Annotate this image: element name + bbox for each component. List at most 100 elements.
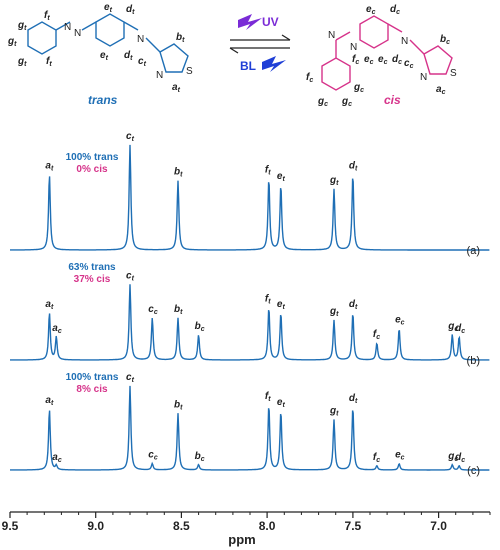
x-axis-label: ppm — [228, 532, 255, 547]
peak-label-trans-1-1: ct — [126, 270, 135, 282]
peak-label-cis-2-1: cc — [148, 450, 158, 462]
peak-label-trans-2-6: dt — [349, 393, 358, 405]
cis-d-label-2: dc — [392, 54, 402, 66]
cis-n-imine: N — [401, 36, 408, 47]
cis-f-label-1: fc — [352, 54, 359, 66]
peak-label-trans-1-4: et — [277, 299, 286, 311]
cis-imine-bond-2 — [409, 39, 425, 55]
cis-n-azo-1: N — [328, 30, 335, 41]
peak-label-cis-1-5: gc — [447, 321, 458, 333]
uv-lightning-icon — [238, 14, 262, 30]
trans-a-label: at — [172, 82, 181, 94]
trans-d-label-1: dt — [126, 4, 135, 16]
peak-label-trans-0-6: dt — [349, 160, 358, 172]
x-tick-label-1: 9.0 — [87, 519, 104, 533]
cis-g-label-2: gc — [317, 96, 328, 108]
cis-imine-bond-1 — [387, 23, 403, 33]
peak-label-trans-2-2: bt — [174, 399, 183, 411]
cis-isomer-label: cis — [384, 93, 401, 107]
cis-thiazole-ring — [423, 45, 453, 75]
cis-n-azo-2: N — [350, 42, 357, 53]
x-tick-label-3: 8.0 — [259, 519, 276, 533]
trans-c-label: ct — [138, 56, 147, 68]
trans-percent-0: 100% trans — [66, 152, 119, 163]
trans-atom-labels: N N N N S — [64, 22, 193, 81]
peak-label-cis-1-1: cc — [148, 304, 158, 316]
cis-atom-labels: N N N N S — [328, 30, 457, 83]
trans-s-thiazole: S — [186, 66, 193, 77]
cis-percent-2: 8% cis — [76, 384, 108, 395]
cis-b-label: bc — [440, 34, 450, 46]
peak-label-trans-0-5: gt — [329, 175, 339, 187]
cis-n-thiazole: N — [420, 72, 427, 83]
trans-isomer-label: trans — [88, 93, 118, 107]
cis-e-label-3: ec — [378, 54, 388, 66]
trans-central-ring — [95, 13, 125, 47]
cis-percent-1: 37% cis — [74, 274, 111, 285]
trans-b-label: bt — [176, 32, 185, 44]
peak-label-cis-2-0: ac — [52, 452, 62, 464]
trans-azo-bond-2 — [81, 21, 97, 31]
peak-label-trans-1-2: bt — [174, 304, 183, 316]
cis-structure — [321, 15, 453, 91]
trans-n-azo-1: N — [64, 22, 71, 33]
peak-label-trans-0-1: ct — [126, 131, 135, 143]
trans-percent-1: 63% trans — [68, 262, 116, 273]
peak-label-trans-2-0: at — [45, 395, 54, 407]
x-tick-label-0: 9.5 — [2, 519, 19, 533]
peak-label-cis-2-4: ec — [395, 450, 405, 462]
trans-proton-labels: gt ft gt gt ft et dt et dt ct bt at — [7, 2, 185, 94]
trans-imine-bond-1 — [123, 21, 139, 31]
peak-label-trans-2-1: ct — [126, 372, 135, 384]
cis-phenyl-ring — [321, 57, 351, 91]
bl-lightning-icon — [262, 56, 286, 72]
peak-label-trans-1-0: at — [45, 299, 54, 311]
peak-label-trans-1-5: gt — [329, 306, 339, 318]
x-tick-label-2: 8.5 — [173, 519, 190, 533]
peak-label-cis-1-0: ac — [52, 323, 62, 335]
cis-proton-labels: ec dc fc ec ec dc cc bc ac fc gc gc gc — [306, 4, 450, 108]
cis-e-label-2: ec — [364, 54, 374, 66]
peak-label-trans-2-4: et — [277, 397, 286, 409]
peak-label-trans-1-3: ft — [265, 294, 271, 306]
cis-central-ring — [359, 15, 389, 49]
peak-label-cis-1-6: dc — [455, 323, 465, 335]
trans-f-label-1: ft — [44, 10, 50, 22]
trans-percent-2: 100% trans — [66, 372, 119, 383]
x-tick-label-5: 7.0 — [430, 519, 447, 533]
reverse-arrow-head — [229, 47, 239, 54]
trans-azo-bond-1 — [55, 21, 71, 31]
peak-label-trans-0-2: bt — [174, 167, 183, 179]
peak-label-cis-1-2: bc — [195, 321, 205, 333]
trans-e-label-1: et — [104, 2, 113, 14]
cis-s-thiazole: S — [450, 68, 457, 79]
cis-azo-bond-1 — [335, 31, 351, 41]
peak-label-trans-2-3: ft — [265, 391, 271, 403]
cis-f-label-2: fc — [306, 72, 313, 84]
trans-n-imine: N — [137, 34, 144, 45]
spectrum-trace-0 — [10, 144, 490, 251]
trans-g-label-3: gt — [17, 56, 27, 68]
uv-label: UV — [262, 15, 279, 29]
peak-label-cis-1-4: ec — [395, 315, 405, 327]
bl-label: BL — [240, 59, 256, 73]
peak-label-cis-2-5: gc — [447, 451, 458, 463]
peak-label-cis-1-3: fc — [373, 329, 380, 341]
trans-phenyl-ring — [27, 21, 57, 55]
trans-n-azo-2: N — [74, 28, 81, 39]
peak-label-trans-0-4: et — [277, 171, 286, 183]
peak-label-trans-0-3: ft — [265, 165, 271, 177]
cis-c-label: cc — [404, 58, 414, 70]
cis-d-label-1: dc — [390, 4, 400, 16]
cis-percent-0: 0% cis — [76, 164, 108, 175]
peak-label-trans-0-0: at — [45, 160, 54, 172]
panel-label-1: (b) — [467, 355, 480, 367]
trans-structure — [27, 13, 189, 73]
trans-d-label-2: dt — [124, 50, 133, 62]
peak-label-cis-2-2: bc — [195, 451, 205, 463]
spectrum-trace-1 — [10, 284, 490, 361]
